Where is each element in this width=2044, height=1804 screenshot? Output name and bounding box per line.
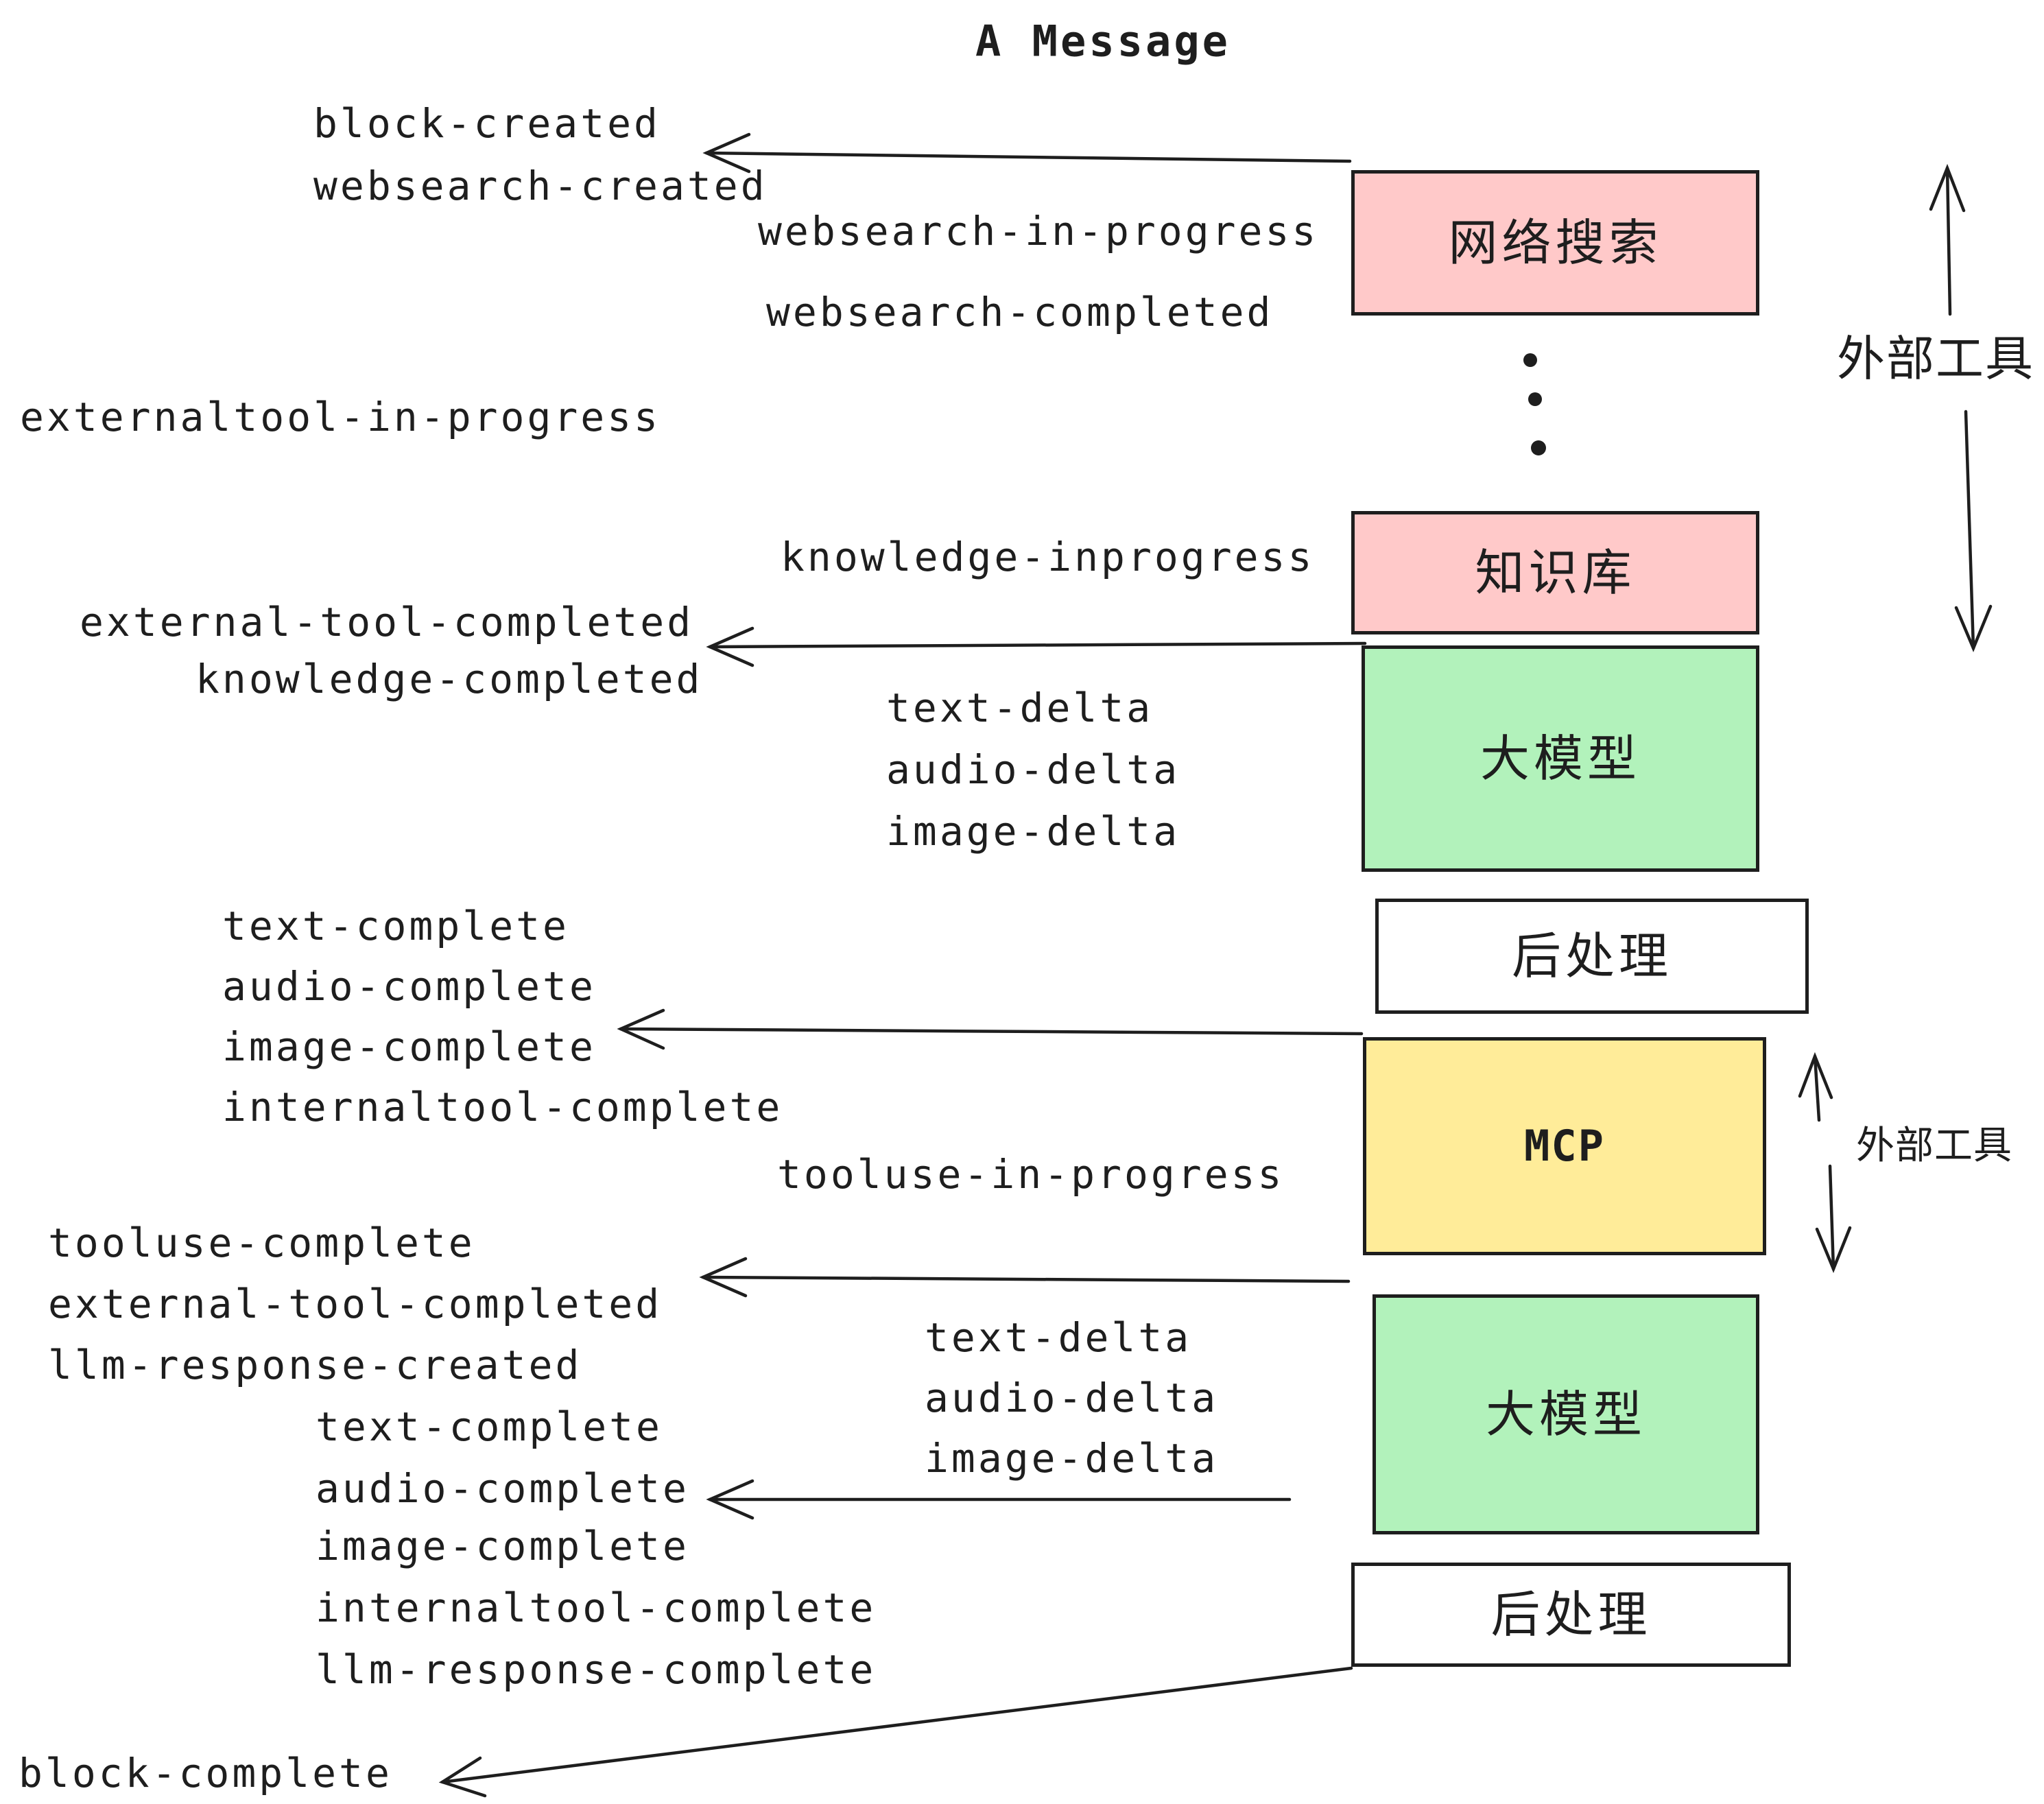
arrow-websearch-to-created — [702, 132, 1352, 174]
arrow-external-tools-up — [1929, 163, 1966, 316]
event-image-complete-1: image-complete — [222, 1023, 596, 1070]
box-llm-2: 大模型 — [1372, 1294, 1759, 1534]
event-externaltool-in-progress: externaltool-in-progress — [20, 394, 661, 440]
box-llm-2-label: 大模型 — [1485, 1386, 1646, 1443]
external-tools-label-top: 外部工具 — [1837, 331, 2034, 387]
event-tooluse-in-progress: tooluse-in-progress — [777, 1151, 1285, 1198]
box-llm-1: 大模型 — [1362, 645, 1759, 872]
event-websearch-created: websearch-created — [313, 163, 768, 209]
box-knowledge: 知识库 — [1351, 511, 1759, 634]
page-title: A Message — [975, 16, 1231, 67]
box-postprocess-2: 后处理 — [1351, 1563, 1791, 1667]
event-text-complete-1: text-complete — [222, 903, 569, 949]
box-websearch: 网络搜索 — [1351, 170, 1759, 316]
event-llm-response-created: llm-response-created — [48, 1342, 582, 1388]
event-image-complete-2: image-complete — [316, 1523, 689, 1569]
event-internaltool-complete-1: internaltool-complete — [222, 1084, 783, 1130]
event-audio-complete-1: audio-complete — [222, 963, 596, 1010]
box-postprocess-2-label: 后处理 — [1490, 1586, 1652, 1643]
box-mcp: MCP — [1363, 1037, 1766, 1255]
event-image-delta-1: image-delta — [886, 808, 1180, 855]
event-block-created: block-created — [313, 100, 661, 147]
box-postprocess-1: 后处理 — [1375, 899, 1809, 1014]
event-llm-response-complete: llm-response-complete — [316, 1646, 877, 1693]
arrow-mcp-external-up — [1798, 1052, 1833, 1122]
event-internaltool-complete-2: internaltool-complete — [316, 1585, 877, 1631]
event-text-delta-1: text-delta — [886, 685, 1154, 731]
arrow-post1-to-completes — [617, 1008, 1364, 1050]
event-tooluse-complete: tooluse-complete — [48, 1220, 475, 1266]
event-audio-delta-1: audio-delta — [886, 746, 1180, 793]
event-external-tool-completed-1: external-tool-completed — [80, 599, 694, 645]
arrow-llm2-to-completes — [706, 1479, 1292, 1520]
event-websearch-in-progress: websearch-in-progress — [758, 208, 1319, 254]
box-llm-1-label: 大模型 — [1479, 730, 1641, 787]
event-websearch-completed: websearch-completed — [766, 289, 1274, 335]
external-tools-label-mcp: 外部工具 — [1856, 1124, 2012, 1168]
box-mcp-label: MCP — [1524, 1121, 1605, 1171]
event-audio-complete-2: audio-complete — [316, 1465, 689, 1512]
event-external-tool-completed-2: external-tool-completed — [48, 1281, 663, 1327]
box-knowledge-label: 知识库 — [1475, 544, 1636, 602]
arrow-mcp-to-tooluse-complete — [699, 1257, 1351, 1298]
vertical-ellipsis-dots — [1523, 353, 1546, 455]
event-image-delta-2: image-delta — [925, 1435, 1219, 1482]
box-websearch-label: 网络搜索 — [1448, 214, 1663, 272]
event-knowledge-inprogress: knowledge-inprogress — [781, 534, 1315, 580]
arrow-external-tools-down — [1954, 410, 1993, 652]
arrow-knowledge-to-completed — [706, 626, 1367, 667]
box-postprocess-1-label: 后处理 — [1511, 927, 1672, 985]
event-text-complete-2: text-complete — [316, 1403, 663, 1450]
event-audio-delta-2: audio-delta — [925, 1375, 1219, 1421]
event-knowledge-completed: knowledge-completed — [195, 656, 703, 702]
event-text-delta-2: text-delta — [925, 1314, 1192, 1361]
arrow-mcp-external-down — [1815, 1164, 1852, 1273]
event-block-complete: block-complete — [19, 1750, 392, 1796]
